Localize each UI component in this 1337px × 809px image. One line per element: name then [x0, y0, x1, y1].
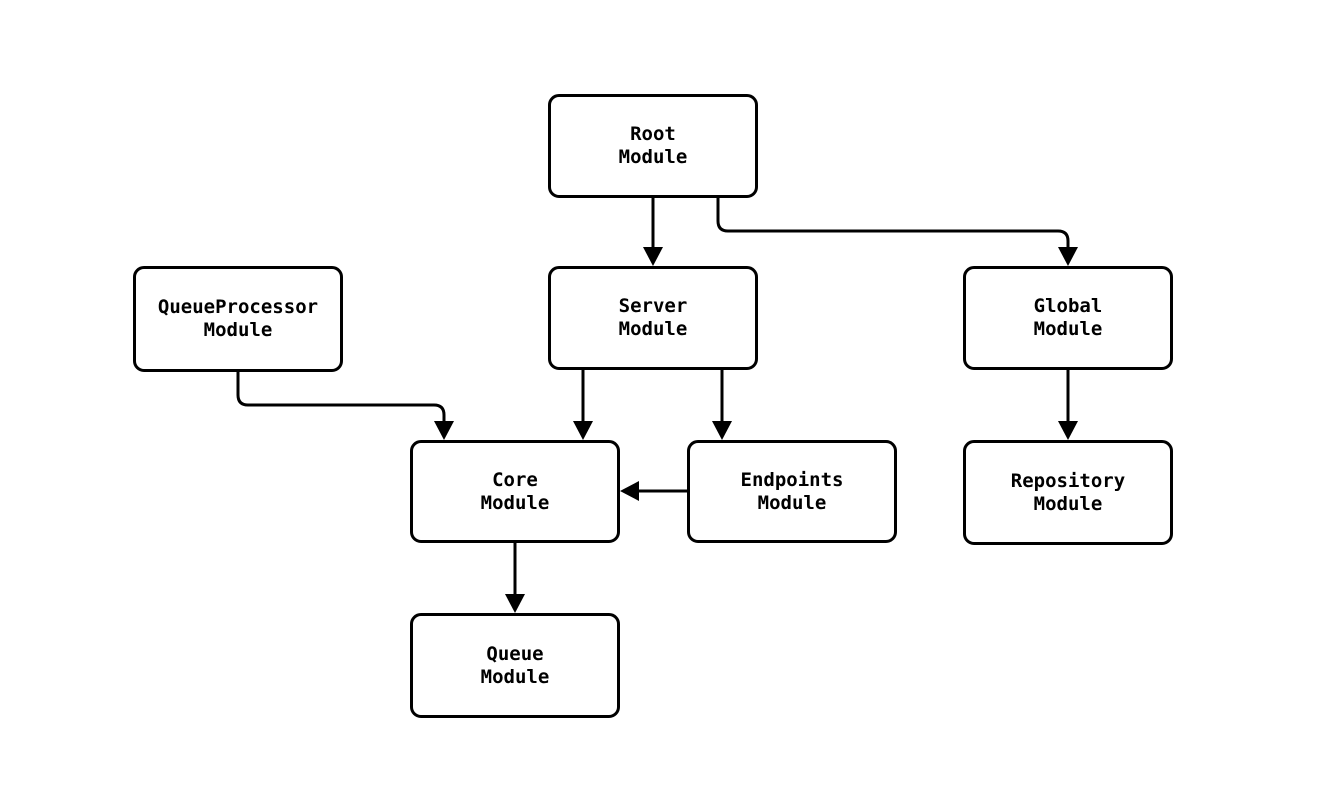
node-queueprocessor[interactable]: QueueProcessor Module	[133, 266, 343, 372]
edge-server-to-endpoints	[712, 370, 732, 440]
node-server-label: Server Module	[618, 295, 688, 340]
arrowhead-icon	[1058, 247, 1078, 266]
edge-global-to-repository	[1058, 370, 1078, 440]
edge-root-to-global	[716, 198, 1078, 266]
node-repository[interactable]: Repository Module	[963, 440, 1173, 545]
edge-queueprocessor-to-core	[236, 372, 454, 440]
node-server[interactable]: Server Module	[548, 266, 758, 370]
arrowhead-icon	[620, 481, 639, 501]
node-endpoints[interactable]: Endpoints Module	[687, 440, 897, 543]
edge-root-to-server	[643, 198, 663, 266]
node-root[interactable]: Root Module	[548, 94, 758, 198]
node-global-label: Global Module	[1033, 295, 1103, 340]
arrowhead-icon	[505, 594, 525, 613]
edge-server-to-core	[573, 370, 593, 440]
node-queueprocessor-label: QueueProcessor Module	[157, 296, 319, 341]
arrowhead-icon	[573, 421, 593, 440]
node-core-label: Core Module	[480, 468, 550, 514]
node-core[interactable]: Core Module	[410, 440, 620, 543]
node-queue-label: Queue Module	[480, 642, 550, 688]
edge-endpoints-to-core	[620, 481, 687, 501]
edge-line	[716, 198, 1070, 247]
node-root-label: Root Module	[618, 123, 688, 168]
node-repository-label: Repository Module	[1010, 469, 1126, 515]
node-global[interactable]: Global Module	[963, 266, 1173, 370]
arrowhead-icon	[434, 421, 454, 440]
edge-core-to-queue	[505, 543, 525, 613]
arrowhead-icon	[643, 247, 663, 266]
edge-line	[236, 372, 446, 421]
arrowhead-icon	[1058, 421, 1078, 440]
arrowhead-icon	[712, 421, 732, 440]
node-queue[interactable]: Queue Module	[410, 613, 620, 718]
node-endpoints-label: Endpoints Module	[740, 468, 844, 514]
